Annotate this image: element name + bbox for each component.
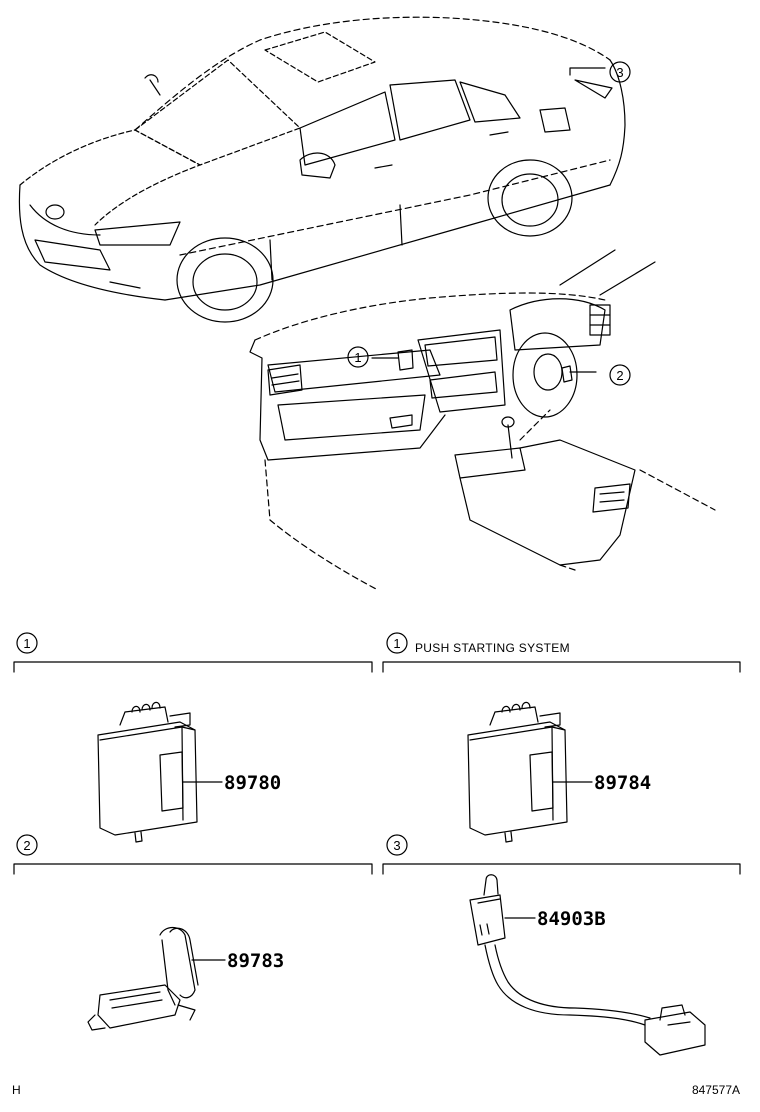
callout-circle-3 bbox=[609, 61, 631, 83]
bracket-89783-drawing bbox=[87, 926, 226, 1031]
callout-circle-2 bbox=[609, 364, 631, 386]
car-illustration bbox=[18, 16, 626, 323]
part-number-84903b: 84903B bbox=[537, 908, 606, 930]
module-89780-drawing bbox=[97, 701, 223, 843]
callout-label-1: 1 bbox=[354, 350, 361, 365]
section-headers bbox=[13, 632, 741, 875]
section-1b-num: 1 bbox=[393, 636, 400, 651]
footer-left-code: H bbox=[12, 1083, 21, 1097]
module-89784-drawing bbox=[467, 701, 593, 843]
dashboard-illustration bbox=[249, 249, 716, 591]
callout-label-2: 2 bbox=[616, 368, 623, 383]
footer-diagram-id: 847577A bbox=[692, 1083, 740, 1097]
part-number-89780: 89780 bbox=[224, 772, 281, 794]
callout-circle-1 bbox=[347, 346, 369, 368]
part-number-89783: 89783 bbox=[227, 950, 284, 972]
section-1a-num: 1 bbox=[23, 636, 30, 651]
callout-label-3: 3 bbox=[616, 65, 623, 80]
part-number-89784: 89784 bbox=[594, 772, 651, 794]
section-1b-title: PUSH STARTING SYSTEM bbox=[415, 641, 570, 655]
section-3-num: 3 bbox=[393, 838, 400, 853]
section-2-num: 2 bbox=[23, 838, 30, 853]
cable-84903b-drawing bbox=[469, 874, 706, 1056]
